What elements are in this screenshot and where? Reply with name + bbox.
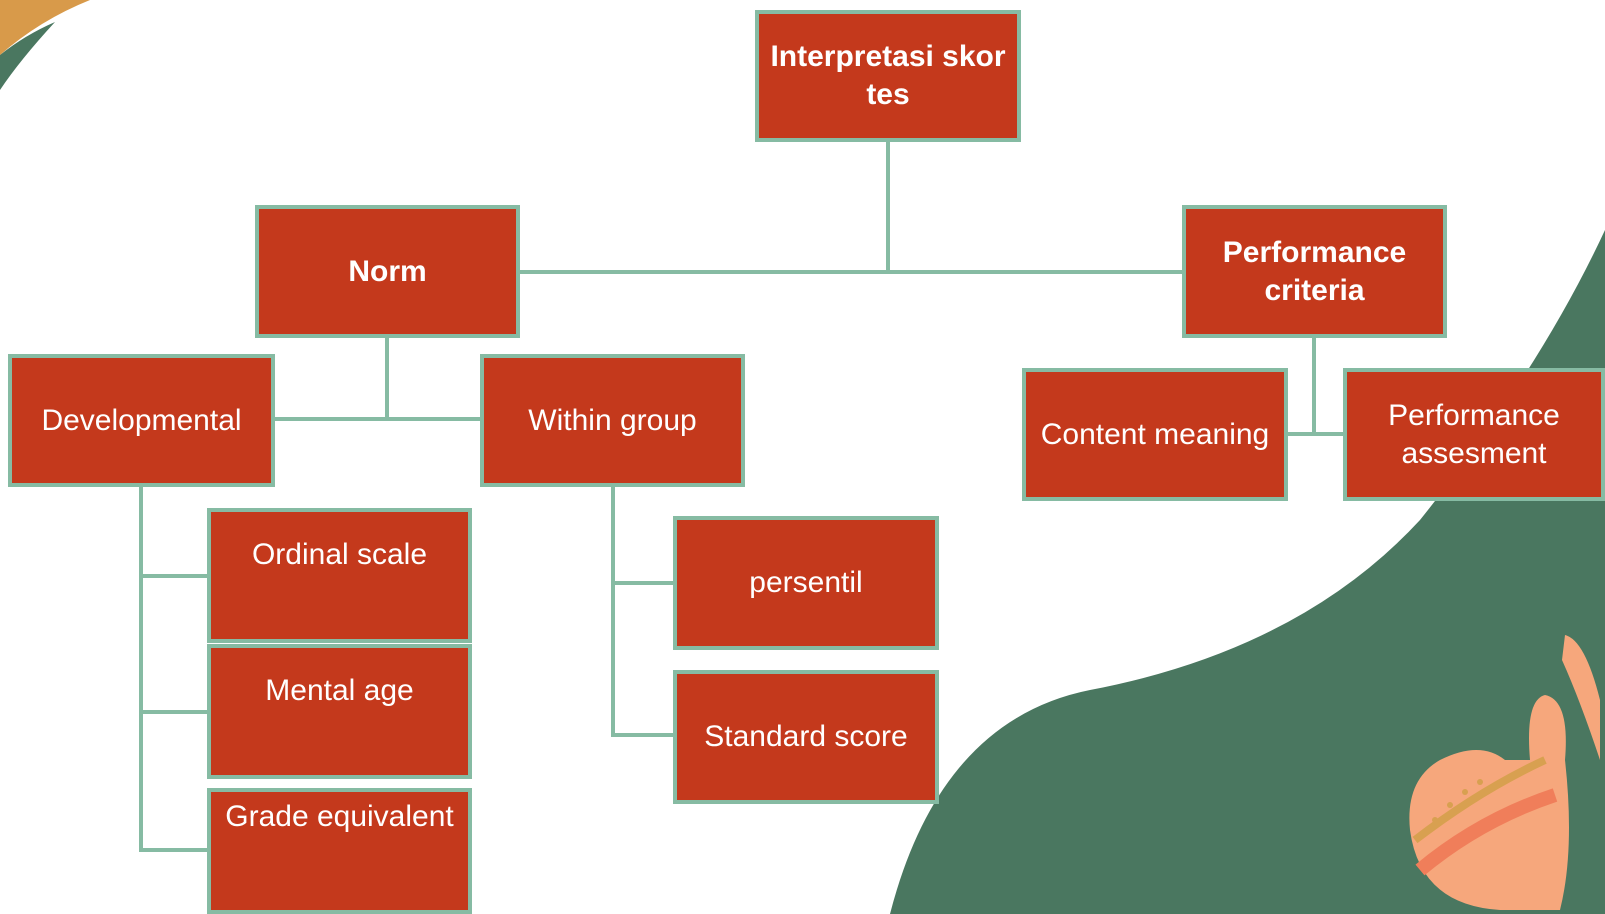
mental-age-node: Mental age [207,644,472,779]
performance-criteria-node: Performance criteria [1182,205,1447,338]
standard-score-node: Standard score [673,670,939,804]
ordinal-scale-node: Ordinal scale [207,508,472,643]
green-blob-shape [890,230,1605,914]
developmental-node: Developmental [8,354,275,487]
content-meaning-node: Content meaning [1022,368,1288,501]
corner-green-shape [0,22,55,90]
persentil-node: persentil [673,516,939,650]
performance-assesment-node: Performance assesment [1343,368,1605,501]
root-node: Interpretasi skor tes [755,10,1021,142]
corner-tan-shape [0,0,90,55]
within-group-node: Within group [480,354,745,487]
mitten-icon [1409,635,1600,910]
norm-node: Norm [255,205,520,338]
grade-equivalent-node: Grade equivalent [207,788,472,914]
